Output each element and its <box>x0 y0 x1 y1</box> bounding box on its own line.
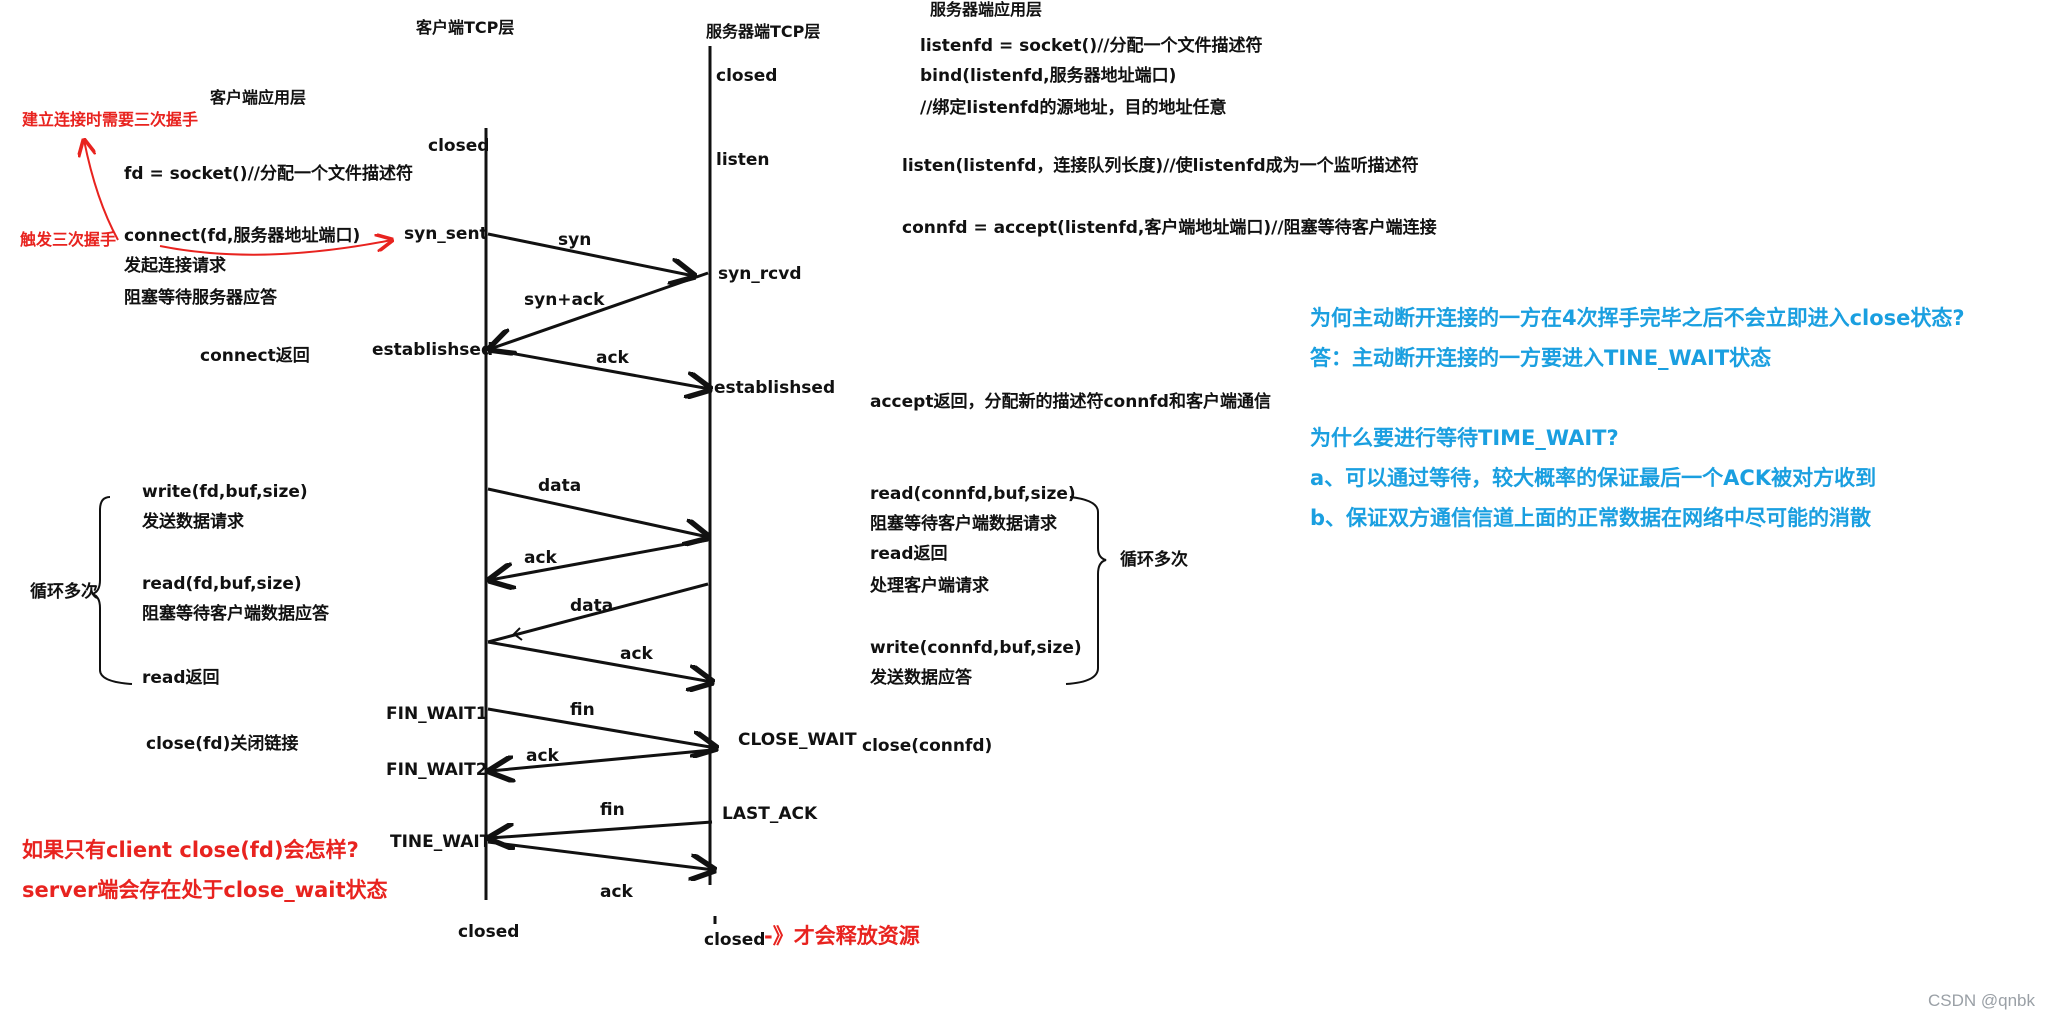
server-socket-call: listenfd = socket()//分配一个文件描述符 <box>920 36 1263 56</box>
msg-data-1: data <box>538 476 582 496</box>
client-socket-call: fd = socket()//分配一个文件描述符 <box>124 164 413 184</box>
server-write-note: 发送数据应答 <box>870 668 972 688</box>
server-bind-note: //绑定listenfd的源地址，目的地址任意 <box>920 98 1227 118</box>
msg-ack-3: ack <box>620 644 653 664</box>
msg-data-2: data <box>570 596 614 616</box>
client-write-note: 发送数据请求 <box>142 512 244 532</box>
trigger-arrow <box>159 240 392 256</box>
server-bind-call: bind(listenfd,服务器地址端口) <box>920 66 1177 86</box>
server-state-close-wait: CLOSE_WAIT <box>738 730 857 750</box>
release-resource-note: -》才会释放资源 <box>764 924 920 948</box>
client-connect-note-2: 阻塞等待服务器应答 <box>124 288 277 308</box>
server-read-call: read(connfd,buf,size) <box>870 484 1076 504</box>
server-process: 处理客户端请求 <box>870 576 989 596</box>
client-read-return: read返回 <box>142 668 220 688</box>
client-read-call: read(fd,buf,size) <box>142 574 302 594</box>
three-way-handshake-note: 建立连接时需要三次握手 <box>22 110 199 129</box>
client-loop-label: 循环多次 <box>30 582 98 602</box>
client-close-call: close(fd)关闭链接 <box>146 734 299 754</box>
server-state-last-ack: LAST_ACK <box>722 804 818 824</box>
client-connect-return: connect返回 <box>200 346 310 366</box>
client-read-note: 阻塞等待客户端数据应答 <box>142 604 329 624</box>
data-arrow-2-head <box>512 627 523 641</box>
server-state-listen: listen <box>716 150 770 170</box>
client-state-fin-wait1: FIN_WAIT1 <box>386 704 488 724</box>
client-tcp-header: 客户端TCP层 <box>416 18 515 37</box>
server-accept-return: accept返回，分配新的描述符connfd和客户端通信 <box>870 392 1271 412</box>
msg-ack-4: ack <box>526 746 559 766</box>
msg-ack-1: ack <box>596 348 629 368</box>
ack-arrow-1 <box>487 347 710 389</box>
client-close-answer: server端会存在处于close_wait状态 <box>22 878 388 902</box>
data-arrow-2 <box>487 582 709 644</box>
client-state-closed-bottom: closed <box>458 922 520 942</box>
client-connect-note-1: 发起连接请求 <box>124 256 226 276</box>
client-app-header: 客户端应用层 <box>210 88 307 107</box>
msg-ack-2: ack <box>524 548 557 568</box>
client-state-closed-top: closed <box>428 136 490 156</box>
client-state-established: establishsed <box>372 340 494 360</box>
ack-arrow-4 <box>490 748 713 771</box>
server-write-call: write(connfd,buf,size) <box>870 638 1082 658</box>
server-app-header: 服务器端应用层 <box>930 0 1043 19</box>
qa-question-1: 为何主动断开连接的一方在4次挥手完毕之后不会立即进入close状态? <box>1310 306 1965 330</box>
msg-fin-2: fin <box>600 800 625 820</box>
ack-arrow-2 <box>490 538 709 580</box>
server-state-established: establishsed <box>714 378 836 398</box>
client-state-syn-sent: syn_sent <box>404 224 488 244</box>
server-close-call: close(connfd) <box>862 736 993 756</box>
client-state-time-wait: TINE_WAIT <box>390 832 492 852</box>
fin-arrow-2 <box>490 820 713 838</box>
server-read-return: read返回 <box>870 544 948 564</box>
server-read-note: 阻塞等待客户端数据请求 <box>870 514 1057 534</box>
server-tcp-header: 服务器端TCP层 <box>706 22 821 41</box>
msg-syn: syn <box>558 230 592 250</box>
ack-arrow-3 <box>487 640 712 682</box>
fin-arrow-1 <box>487 707 716 748</box>
ack-arrow-5 <box>487 840 714 870</box>
syn-arrow <box>487 232 694 276</box>
client-connect-call: connect(fd,服务器地址端口) <box>124 226 361 246</box>
server-loop-brace <box>1065 496 1107 685</box>
client-close-question: 如果只有client close(fd)会怎样? <box>22 838 359 862</box>
server-loop-label: 循环多次 <box>1120 550 1188 570</box>
msg-ack-5: ack <box>600 882 633 902</box>
qa-answer-2a: a、可以通过等待，较大概率的保证最后一个ACK被对方收到 <box>1310 466 1877 490</box>
syn-ack-arrow <box>490 271 709 349</box>
qa-question-2: 为什么要进行等待TIME_WAIT? <box>1310 426 1619 450</box>
three-way-handshake-arrow <box>84 140 119 241</box>
msg-fin-1: fin <box>570 700 595 720</box>
msg-syn-ack: syn+ack <box>524 290 605 310</box>
qa-answer-1: 答：主动断开连接的一方要进入TINE_WAIT状态 <box>1310 346 1772 370</box>
server-accept-call: connfd = accept(listenfd,客户端地址端口)//阻塞等待客… <box>902 218 1437 238</box>
server-state-closed-bottom: closed <box>704 930 766 950</box>
server-state-closed-top: closed <box>716 66 778 86</box>
client-loop-brace <box>91 496 133 685</box>
client-state-fin-wait2: FIN_WAIT2 <box>386 760 488 780</box>
server-state-syn-rcvd: syn_rcvd <box>718 264 802 284</box>
server-listen-call: listen(listenfd，连接队列长度)//使listenfd成为一个监听… <box>902 156 1419 176</box>
csdn-watermark: CSDN @qnbk <box>1928 991 2036 1010</box>
client-write-call: write(fd,buf,size) <box>142 482 308 502</box>
trigger-handshake-note: 触发三次握手 <box>20 230 117 249</box>
qa-answer-2b: b、保证双方通信信道上面的正常数据在网络中尽可能的消散 <box>1310 506 1872 530</box>
data-arrow-1 <box>487 487 708 537</box>
